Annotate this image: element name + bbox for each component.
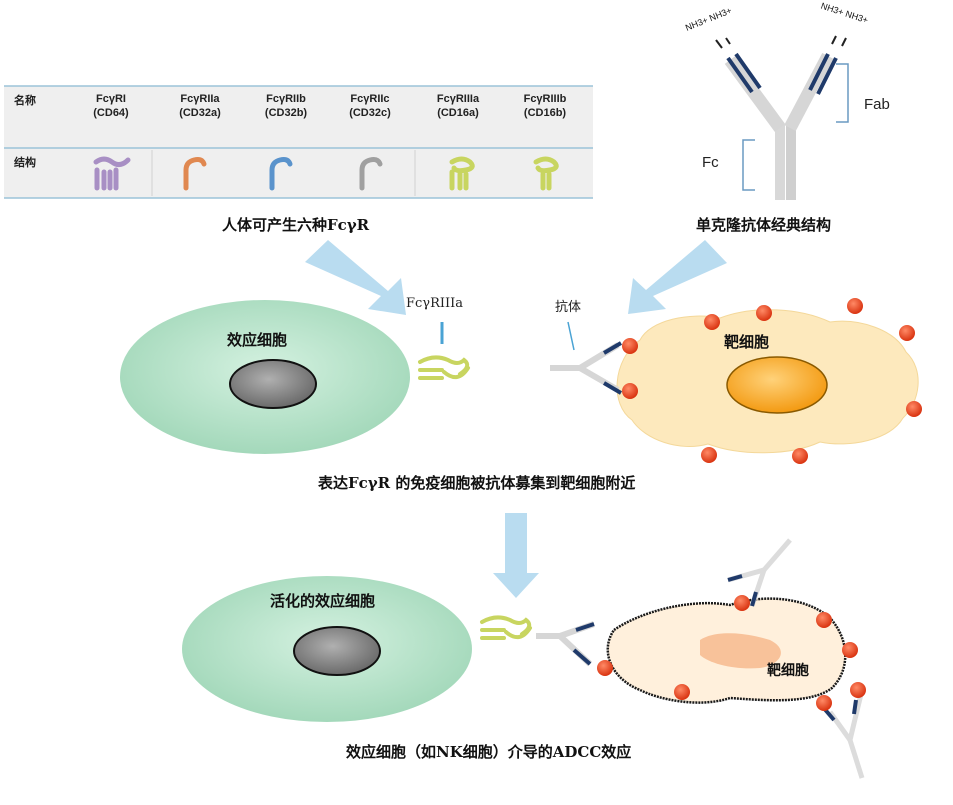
receptor-name: FcγRIIc(CD32c) [349,93,391,119]
antibody-structure [715,35,849,200]
target-antigens [622,298,922,464]
bottom-caption: 效应细胞（如NK细胞）介导的ADCC效应 [346,743,632,761]
effector-cell-label: 效应细胞 [227,331,288,349]
arrow-left-down [305,240,406,315]
arrow-right-down [628,240,727,314]
dying-nucleus [700,633,781,669]
table-structure-header: 结构 [14,156,36,169]
target-nucleus [726,356,828,414]
target-cell-label: 靶细胞 [724,333,770,351]
middle-antibody [550,321,623,395]
antibody-fc-chain [786,125,796,200]
receptor-name: FcγRI(CD64) [93,93,129,119]
fcgr3a-structure-icon [449,156,475,191]
bottom-antibodies [536,538,865,779]
antibody-caption: 单克隆抗体经典结构 [696,216,832,234]
bottom-antigens [597,595,866,711]
activated-cell-label: 活化的效应细胞 [270,592,376,610]
receptor-table [4,85,593,199]
arrow-down [493,513,539,598]
fab-label: Fab [864,96,890,113]
fc-bracket [742,139,755,191]
antibody-label: 抗体 [555,300,582,315]
fcgr3a-receptor [418,355,470,380]
bottom-receptor [480,615,532,640]
receptor-name: FcγRIIIb(CD16b) [523,93,567,119]
receptor-name: FcγRIIb(CD32b) [264,93,308,119]
dying-cell-label: 靶细胞 [767,663,809,679]
fc-label: Fc [702,154,719,171]
middle-caption: 表达FcγR 的免疫细胞被抗体募集到靶细胞附近 [318,474,636,492]
fcgr2c-structure-icon [359,157,383,191]
table-name-header: 名称 [14,94,36,107]
fcgr2b-structure-icon [269,157,293,191]
receptor-name: FcγRIIIa(CD16a) [436,93,480,119]
effector-nucleus [229,359,317,409]
table-caption: 人体可产生六种FcγR [222,216,370,234]
activated-effector-nucleus [293,626,381,676]
fcgr1-structure-icon [93,156,131,191]
antibody-fc-chain [775,125,785,200]
antibody-left-variable [726,56,754,94]
fab-bracket [836,63,849,123]
receptor-name: FcγRIIa(CD32a) [179,93,221,119]
antibody-right-variable [808,53,830,91]
antibody-pointer [567,321,575,351]
fcgr3b-structure-icon [533,156,559,191]
receptor-label: FcγRIIIa [406,296,464,311]
fcgr2a-structure-icon [183,157,207,191]
